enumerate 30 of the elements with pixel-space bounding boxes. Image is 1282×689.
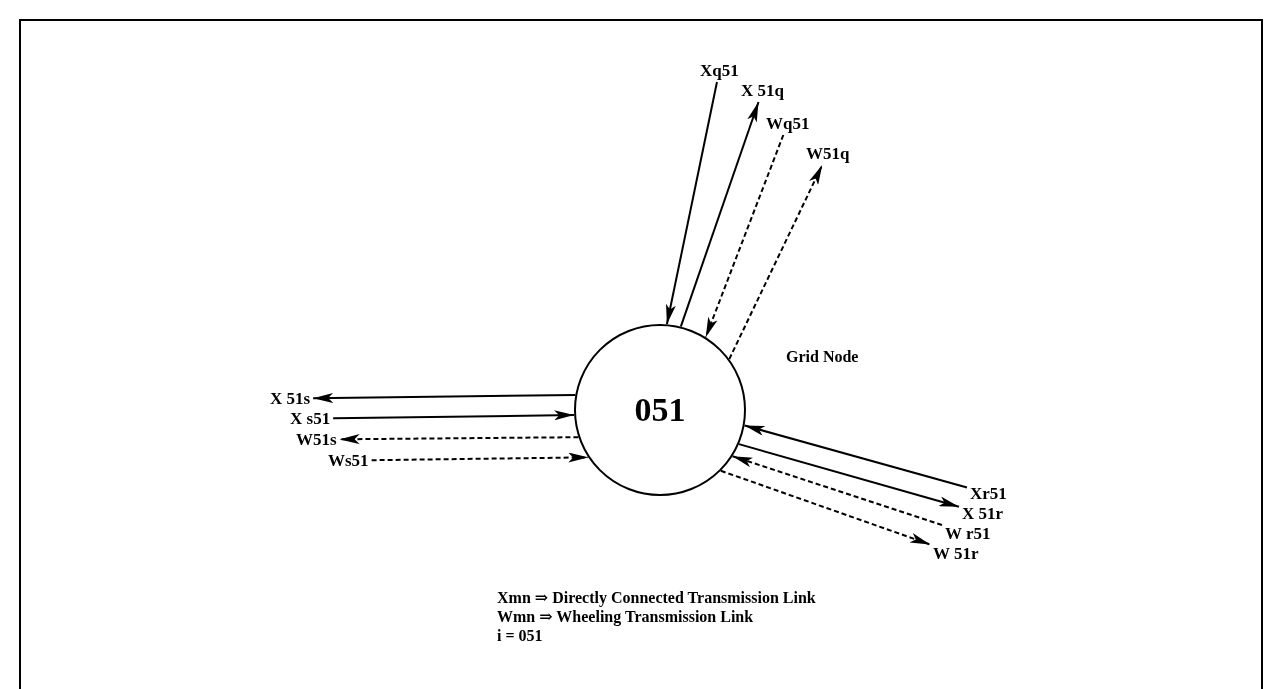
arrow <box>728 164 824 361</box>
arrow <box>312 392 577 403</box>
arrow <box>731 455 943 527</box>
node-caption: Grid Node <box>786 348 859 366</box>
grid-node-circle <box>574 324 746 496</box>
arrow <box>332 410 576 421</box>
legend-note: i = 051 <box>497 626 543 646</box>
link-label: Wq51 <box>766 115 810 132</box>
link-label: W r51 <box>945 525 991 542</box>
arrow <box>719 469 931 546</box>
legend-note: Wmn ⇒ Wheeling Transmission Link <box>497 607 754 627</box>
link-label: Xq51 <box>700 62 739 79</box>
arrow <box>737 443 960 508</box>
legend-note: Xmn ⇒ Directly Connected Transmission Link <box>497 588 816 608</box>
link-label: Xr51 <box>970 485 1007 502</box>
link-label: Ws51 <box>328 452 369 469</box>
link-label: W51q <box>806 145 850 162</box>
arrow <box>743 424 968 489</box>
link-label: X 51r <box>962 505 1004 522</box>
arrow <box>679 101 760 328</box>
link-label: X 51q <box>741 82 784 99</box>
link-label: X 51s <box>270 390 311 407</box>
link-label: X s51 <box>290 410 331 427</box>
arrow <box>704 134 785 339</box>
link-label: W 51r <box>933 545 979 562</box>
arrow <box>338 434 580 445</box>
link-label: W51s <box>296 431 337 448</box>
node-number: 051 <box>634 391 686 429</box>
arrow <box>370 452 590 463</box>
arrow <box>665 81 718 326</box>
